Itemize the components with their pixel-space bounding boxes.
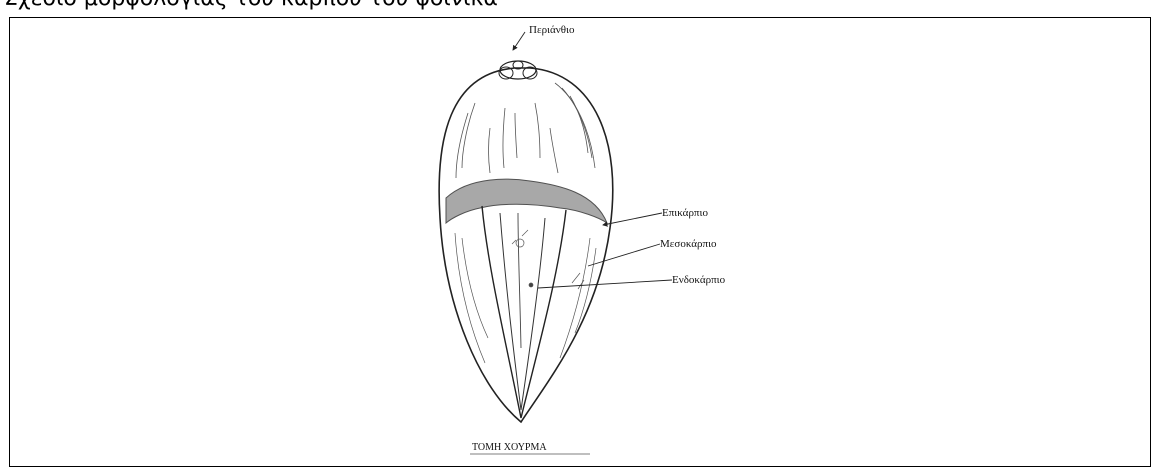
date-fruit-section-drawing (10, 18, 1152, 458)
seed-inner-line (500, 213, 545, 410)
perianth-leader (513, 32, 525, 50)
figure-caption: ΤΟΜΗ ΧΟΥΡΜΑ (472, 442, 547, 454)
figure-frame: Περιάνθιο Επικάρπιο Μεσοκάρπιο Ενδοκάρπι… (9, 17, 1151, 467)
section-heading: Σχέδιο μορφολογίας του καρπού του φοίνικ… (4, 0, 704, 11)
seed-groove (518, 213, 521, 348)
cut-band (446, 179, 607, 223)
upper-shading (456, 83, 595, 178)
mesocarp-shading (455, 230, 596, 363)
epicarp-label: Επικάρπιο (662, 207, 708, 219)
perianth-label: Περιάνθιο (529, 24, 574, 36)
endocarp-leader (538, 280, 672, 288)
endocarp-label: Ενδοκάρπιο (672, 274, 725, 286)
mesocarp-leader (588, 244, 660, 266)
mesocarp-label: Μεσοκάρπιο (660, 238, 717, 250)
